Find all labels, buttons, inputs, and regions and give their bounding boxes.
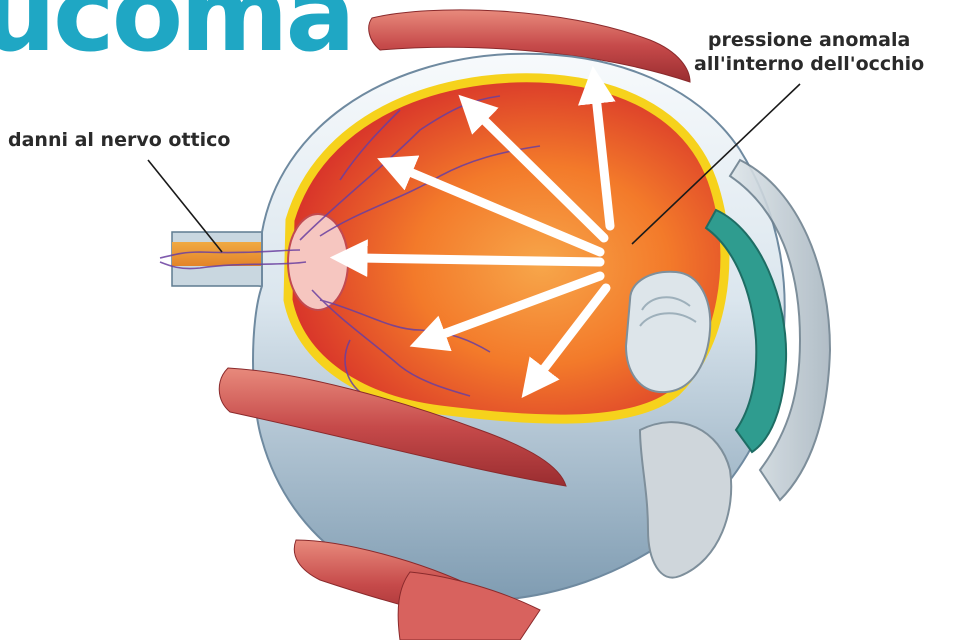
abnormal-pressure-label: pressione anomala all'interno dell'occhi… xyxy=(694,28,924,76)
arrow-1 xyxy=(360,258,600,262)
optic-nerve-damage-label: danni al nervo ottico xyxy=(8,128,230,152)
pressure-label-line2: all'interno dell'occhio xyxy=(694,52,924,76)
pressure-label-line1: pressione anomala xyxy=(694,28,924,52)
anterior-chamber-lower xyxy=(640,422,731,577)
